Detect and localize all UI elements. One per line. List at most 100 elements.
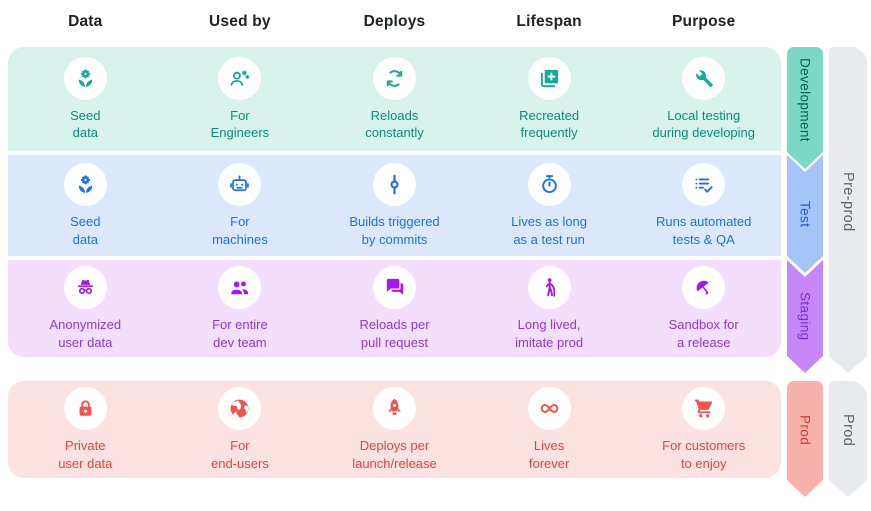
icon-badge — [63, 163, 107, 207]
infinity-icon — [538, 397, 561, 420]
cell-label: For customers to enjoy — [662, 438, 746, 471]
icon-badge — [527, 266, 571, 310]
cell-label: Private user data — [58, 438, 113, 471]
icon-badge — [527, 163, 571, 207]
cell: Builds triggered by commits — [349, 163, 440, 247]
icon-badge — [372, 56, 416, 100]
cell: Reloads constantly — [365, 56, 424, 141]
icon-badge — [682, 387, 726, 431]
cell-label: Runs automated tests & QA — [655, 214, 752, 247]
icon-badge — [372, 266, 416, 310]
icon-badge — [218, 56, 262, 100]
env-row-development: Seed data For Engineers Reloads constantly… — [8, 47, 781, 151]
cell-label: Reloads per pull request — [359, 317, 430, 350]
icon-badge — [218, 387, 262, 431]
env-ribbon-development: Development — [787, 47, 823, 169]
cell-label: For end-users — [210, 438, 269, 471]
env-ribbon-label: Development — [797, 57, 813, 142]
chat-icon — [383, 276, 406, 299]
cell: For Engineers — [210, 56, 270, 141]
cell: Anonymized user data — [49, 266, 122, 350]
cell-label: For entire dev team — [212, 317, 268, 350]
cell: For customers to enjoy — [662, 387, 745, 471]
cell: Deploys per launch/release — [352, 387, 437, 471]
cell-label: Long lived, imitate prod — [515, 317, 584, 350]
column-headers: Data Used by Deploys Lifespan Purpose — [8, 13, 781, 31]
timer-icon — [538, 173, 561, 196]
commit-icon — [383, 173, 406, 196]
seedling-gear-icon — [74, 67, 97, 90]
globe-icon — [228, 397, 251, 420]
stage-ribbon-pre-prod: Pre-prod — [829, 47, 867, 373]
robot-icon — [228, 173, 251, 196]
sync-icon — [383, 67, 406, 90]
cell-label: Seed data — [70, 214, 101, 247]
icon-badge — [218, 266, 262, 310]
cell-label: Seed data — [70, 107, 101, 140]
cell-label: For Engineers — [210, 107, 270, 140]
cell: Local testing during developing — [652, 56, 756, 141]
icon-badge — [682, 56, 726, 100]
icon-badge — [527, 56, 571, 100]
column-header: Data — [68, 13, 103, 30]
umbrella-icon — [692, 276, 715, 299]
cell-label: Local testing during developing — [652, 107, 756, 140]
cell: Reloads per pull request — [359, 266, 430, 350]
cell-label: For machines — [212, 214, 268, 247]
column-header: Deploys — [363, 13, 426, 30]
lock-icon — [74, 397, 97, 420]
icon-badge — [682, 266, 726, 310]
elderly-icon — [538, 276, 561, 299]
env-row-test: Seed data For machines Builds triggered by… — [8, 155, 781, 256]
incognito-icon — [74, 276, 97, 299]
cell: Private user data — [58, 387, 112, 471]
icon-badge — [372, 387, 416, 431]
cell: Runs automated tests & QA — [656, 163, 751, 247]
cell-label: Recreated frequently — [519, 107, 580, 140]
icon-badge — [63, 387, 107, 431]
cell-label: Sandbox for a release — [668, 317, 739, 350]
seedling-gear-icon — [74, 173, 97, 196]
rocket-icon — [383, 397, 406, 420]
cart-icon — [692, 397, 715, 420]
cell-label: Anonymized user data — [49, 317, 122, 350]
library-add-icon — [538, 67, 561, 90]
env-ribbon-label: Prod — [797, 415, 813, 446]
wrench-icon — [692, 67, 715, 90]
env-ribbon-label: Test — [797, 200, 813, 228]
cell-label: Builds triggered by commits — [349, 214, 440, 247]
env-ribbon-prod: Prod — [787, 381, 823, 497]
cell-label: Reloads constantly — [365, 107, 424, 140]
cell: Seed data — [63, 163, 107, 247]
stage-ribbon-label: Pre-prod — [840, 171, 856, 232]
env-row-staging: Anonymized user data For entire dev team R… — [8, 260, 781, 357]
column-header: Lifespan — [516, 13, 582, 30]
icon-badge — [527, 387, 571, 431]
icon-badge — [63, 56, 107, 100]
icon-badge — [682, 163, 726, 207]
icon-badge — [372, 163, 416, 207]
env-ribbon-label: Staging — [797, 292, 813, 341]
cell: Long lived, imitate prod — [515, 266, 583, 350]
cell: Recreated frequently — [519, 56, 580, 141]
icon-badge — [218, 163, 262, 207]
cell-label: Lives forever — [528, 438, 570, 471]
engineer-icon — [228, 67, 251, 90]
stage-ribbon-prod: Prod — [829, 381, 867, 497]
cell: Lives as long as a test run — [511, 163, 587, 247]
env-ribbon-staging: Staging — [787, 260, 823, 373]
cell: Sandbox for a release — [669, 266, 739, 350]
cell: For machines — [212, 163, 268, 247]
stage-ribbon-label: Prod — [840, 414, 856, 447]
column-header: Used by — [209, 13, 271, 30]
cell: Seed data — [63, 56, 107, 141]
cell: Lives forever — [527, 387, 571, 471]
cell-label: Lives as long as a test run — [511, 214, 588, 247]
checklist-icon — [692, 173, 715, 196]
column-header: Purpose — [671, 13, 736, 30]
cell: For entire dev team — [212, 266, 268, 350]
group-icon — [228, 276, 251, 299]
env-row-prod: Private user data For end-users Deploys pe… — [8, 381, 781, 478]
icon-badge — [63, 266, 107, 310]
